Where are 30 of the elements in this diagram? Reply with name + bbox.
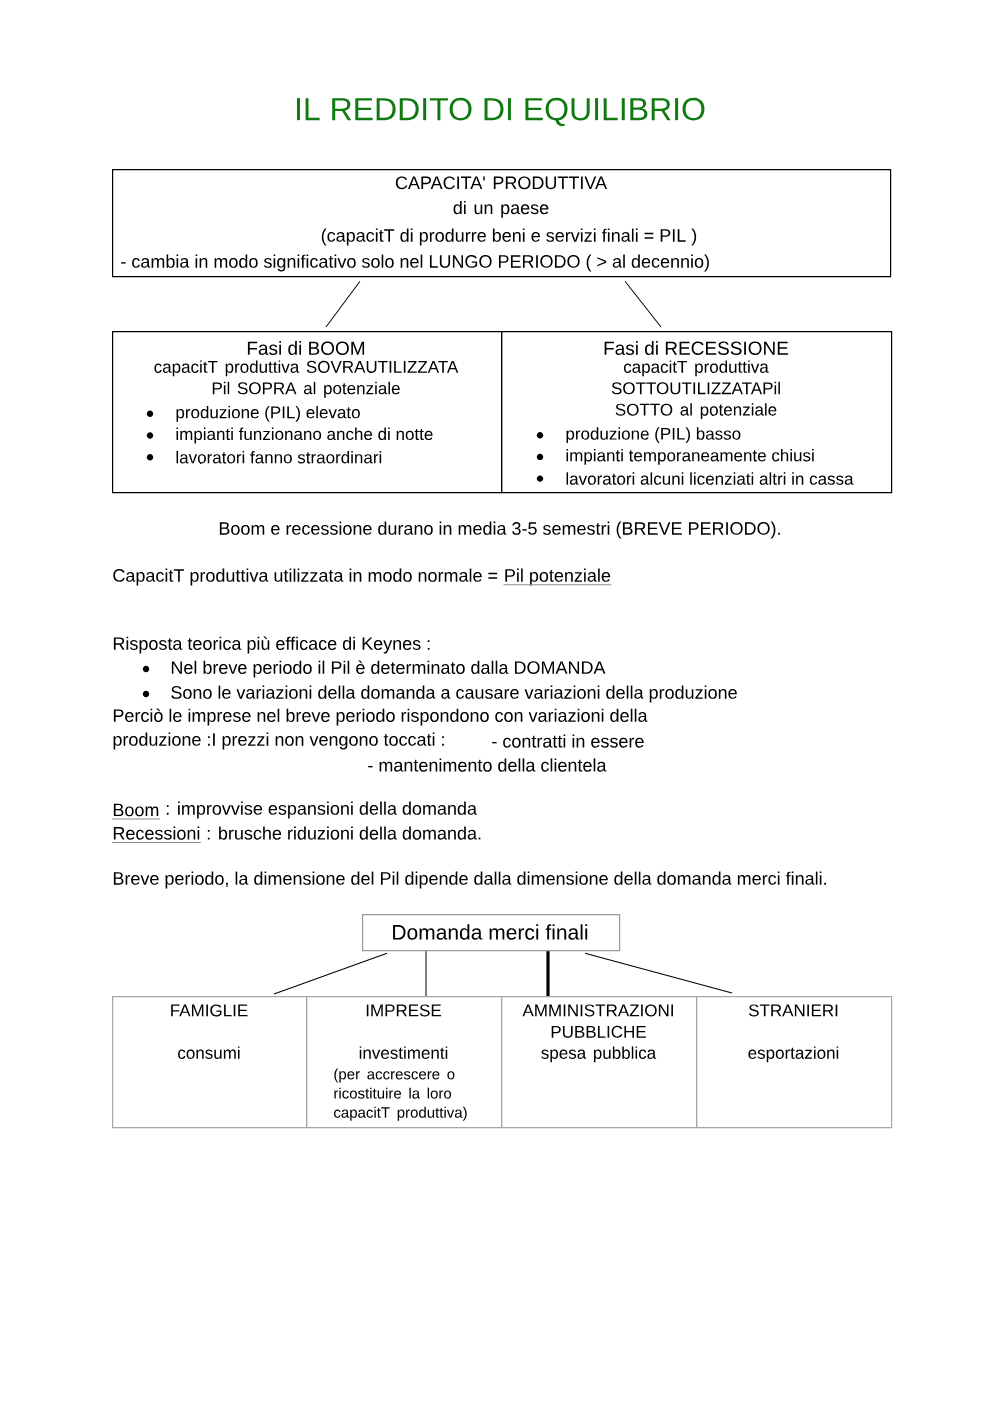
underlined-text: Pil potenziale [503, 568, 612, 586]
table-cell: AMMINISTRAZIONI PUBBLICHE spesa pubblica [501, 996, 698, 1129]
concept-box: CAPACITA' PRODUTTIVA di un paese (capacitT di produrre beni e servizi finali = PIL ) - cambia in modo significativo solo nel LUNGO PERIODO ( > al decennio) [112, 169, 892, 278]
text-line: - contratti in essere [492, 734, 644, 748]
text-line: produzione :I prezzi non vengono toccati : [113, 732, 444, 750]
text-line: Boom e recessione durano in media 3-5 semestri (BREVE PERIODO). [219, 521, 780, 539]
connector-line [325, 280, 361, 328]
text-line: Breve periodo, la dimensione del Pil dipende dalla dimensione della domanda merci finali. [113, 871, 826, 889]
text-line: Risposta teorica più efficace di Keynes : [113, 636, 430, 654]
text-line: : improvvise espansioni della domanda [166, 801, 477, 819]
text-line: - mantenimento della clientela [368, 758, 607, 772]
underlined-text: Recessioni [111, 826, 202, 843]
text-line: : brusche riduzioni della domanda. [207, 826, 481, 840]
connector-line [584, 952, 733, 994]
table-cell: FAMIGLIE consumi [112, 996, 308, 1129]
connector-line [425, 950, 427, 997]
text-line: Perciò le imprese nel breve periodo rispondono con variazioni della [113, 708, 648, 726]
table-cell: IMPRESE investimenti (per accrescere o ricostituire la loro capacitT produttiva) [306, 996, 503, 1129]
underlined-text: Boom [111, 803, 161, 820]
bullet-item: Nel breve periodo il Pil è determinato dalla DOMANDA [142, 660, 606, 678]
demand-box: Domanda merci finali [362, 914, 621, 952]
bullet-item: Sono le variazioni della domanda a causare variazioni della produzione [142, 685, 737, 703]
phase-box: Fasi di RECESSIONE capacitT produttiva SOTTOUTILIZZATAPil SOTTO al potenziale produzione (PIL) basso impianti temporaneamente chiusi lavoratori alcuni licenziati altri in cassa [501, 331, 893, 494]
connector-line [546, 951, 550, 996]
connector-line [624, 280, 662, 328]
connector-line [273, 952, 388, 995]
title: IL REDDITO DI EQUILIBRIO [297, 97, 705, 127]
text-line: CapacitT produttiva utilizzata in modo normale = [113, 568, 498, 586]
phase-box: Fasi di BOOM capacitT produttiva SOVRAUTILIZZATA Pil SOPRA al potenziale produzione (PIL) elevato impianti funzionano anche di notte lavoratori fanno straordinari [112, 331, 503, 494]
table-cell: STRANIERI esportazioni [696, 996, 893, 1129]
